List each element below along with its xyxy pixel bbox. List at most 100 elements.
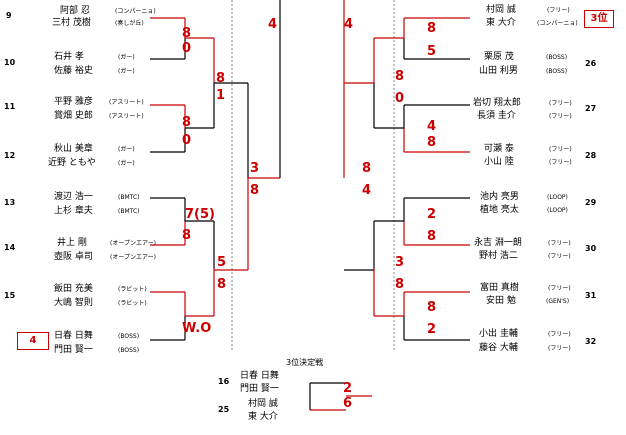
player-affiliation: (BOSS)	[118, 347, 140, 354]
player-affiliation: (LOOP)	[547, 194, 568, 201]
match-score: 6	[343, 396, 353, 411]
player-affiliation: (フリー)	[549, 146, 572, 153]
player-affiliation: (アスリート)	[109, 113, 144, 120]
player-name: 佐藤 裕史	[54, 66, 93, 76]
match-score: 4	[427, 119, 437, 134]
match-score: 8	[427, 21, 437, 36]
player-name: 小出 圭輔	[479, 329, 518, 339]
player-name: 井上 剛	[57, 238, 87, 248]
match-score: 3	[250, 161, 260, 176]
player-affiliation: (フリー)	[548, 253, 571, 260]
pair-number: 15	[4, 291, 16, 300]
player-name: 門田 賢一	[240, 384, 279, 394]
match-score: 8	[182, 115, 192, 130]
player-affiliation: (BOSS)	[546, 54, 568, 61]
player-name: 富田 真樹	[480, 283, 519, 293]
player-affiliation: (オープンエアー)	[110, 240, 156, 247]
player-affiliation: (ガー)	[118, 146, 135, 153]
left-rank-badge: 4	[17, 332, 49, 350]
player-affiliation: (ガー)	[118, 68, 135, 75]
match-score: 8	[182, 228, 192, 243]
player-affiliation: (コンパーニョ)	[537, 20, 578, 27]
player-affiliation: (オープンエアー)	[110, 254, 156, 261]
player-name: 秋山 美章	[54, 144, 93, 154]
pair-number: 10	[4, 58, 16, 67]
player-affiliation: (GEN'S)	[546, 298, 570, 305]
pair-number: 9	[6, 11, 12, 20]
player-name: 日春 日舞	[240, 371, 279, 381]
player-name: 永吉 淵一朗	[474, 238, 522, 248]
pair-number: 28	[585, 151, 597, 160]
match-score: 8	[427, 300, 437, 315]
player-name: 石井 孝	[54, 52, 84, 62]
player-name: 賞畑 史郎	[54, 111, 93, 121]
match-score: 7(5)	[185, 207, 215, 222]
player-affiliation: (フリー)	[548, 240, 571, 247]
player-name: 阿部 忍	[60, 6, 90, 16]
player-affiliation: (フリー)	[548, 331, 571, 338]
match-score: 8	[395, 277, 405, 292]
pair-number: 31	[585, 291, 597, 300]
match-score: 4	[362, 183, 372, 198]
player-affiliation: (フリー)	[549, 100, 572, 107]
match-score: W.O	[182, 321, 212, 336]
match-score: 1	[216, 88, 226, 103]
match-score: 8	[362, 161, 372, 176]
player-name: 池内 亮男	[480, 192, 519, 202]
match-score: 5	[427, 44, 437, 59]
player-affiliation: (BMTC)	[118, 194, 140, 201]
player-affiliation: (BOSS)	[546, 68, 568, 75]
pair-number: 14	[4, 243, 16, 252]
player-affiliation: (フリー)	[547, 7, 570, 14]
player-name: 門田 賢一	[54, 345, 93, 355]
player-name: 岩切 翔太郎	[473, 98, 521, 108]
player-name: 平野 雅彦	[54, 97, 93, 107]
player-affiliation: (フリー)	[548, 285, 571, 292]
player-name: 野村 浩二	[479, 251, 518, 261]
player-affiliation: (コンパーニョ)	[115, 8, 156, 15]
pair-number: 27	[585, 104, 597, 113]
pair-number: 30	[585, 244, 597, 253]
player-affiliation: (ラビット)	[118, 300, 147, 307]
player-name: 上杉 章夫	[54, 206, 93, 216]
player-name: 日春 日舞	[54, 331, 93, 341]
player-name: 栗原 茂	[484, 52, 514, 62]
player-name: 東 大介	[486, 18, 516, 28]
pair-number: 13	[4, 198, 16, 207]
match-score: 8	[216, 71, 226, 86]
match-score: 8	[182, 26, 192, 41]
player-name: 壺阪 卓司	[54, 252, 93, 262]
player-name: 東 大介	[248, 412, 278, 422]
player-name: 近野 ともや	[48, 158, 96, 168]
player-affiliation: (フリー)	[549, 113, 572, 120]
third-place-title: 3位決定戦	[286, 358, 324, 367]
player-affiliation: (BOSS)	[118, 333, 140, 340]
match-score: 8	[395, 69, 405, 84]
player-name: 可瀬 泰	[484, 144, 514, 154]
match-score: 8	[427, 135, 437, 150]
right-rank-badge: 3位	[584, 10, 614, 28]
match-score: 3	[395, 255, 405, 270]
pair-number: 11	[4, 102, 16, 111]
player-affiliation: (BMTC)	[118, 208, 140, 215]
player-name: 藤谷 大輔	[479, 343, 518, 353]
player-affiliation: (ガー)	[118, 160, 135, 167]
player-name: 渡辺 浩一	[54, 192, 93, 202]
match-score: 2	[343, 381, 353, 396]
pair-number: 16	[218, 377, 230, 386]
match-score: 8	[217, 277, 227, 292]
player-name: 村岡 誠	[248, 399, 278, 409]
player-affiliation: (ガー)	[118, 54, 135, 61]
player-affiliation: (LOOP)	[547, 207, 568, 214]
player-affiliation: (フリー)	[548, 345, 571, 352]
match-score: 2	[427, 322, 437, 337]
match-score: 8	[427, 229, 437, 244]
pair-number: 29	[585, 198, 597, 207]
match-score: 4	[344, 17, 354, 32]
match-score: 0	[182, 41, 192, 56]
match-score: 5	[217, 255, 227, 270]
player-name: 山田 利男	[479, 66, 518, 76]
player-name: 小山 陸	[484, 157, 514, 167]
